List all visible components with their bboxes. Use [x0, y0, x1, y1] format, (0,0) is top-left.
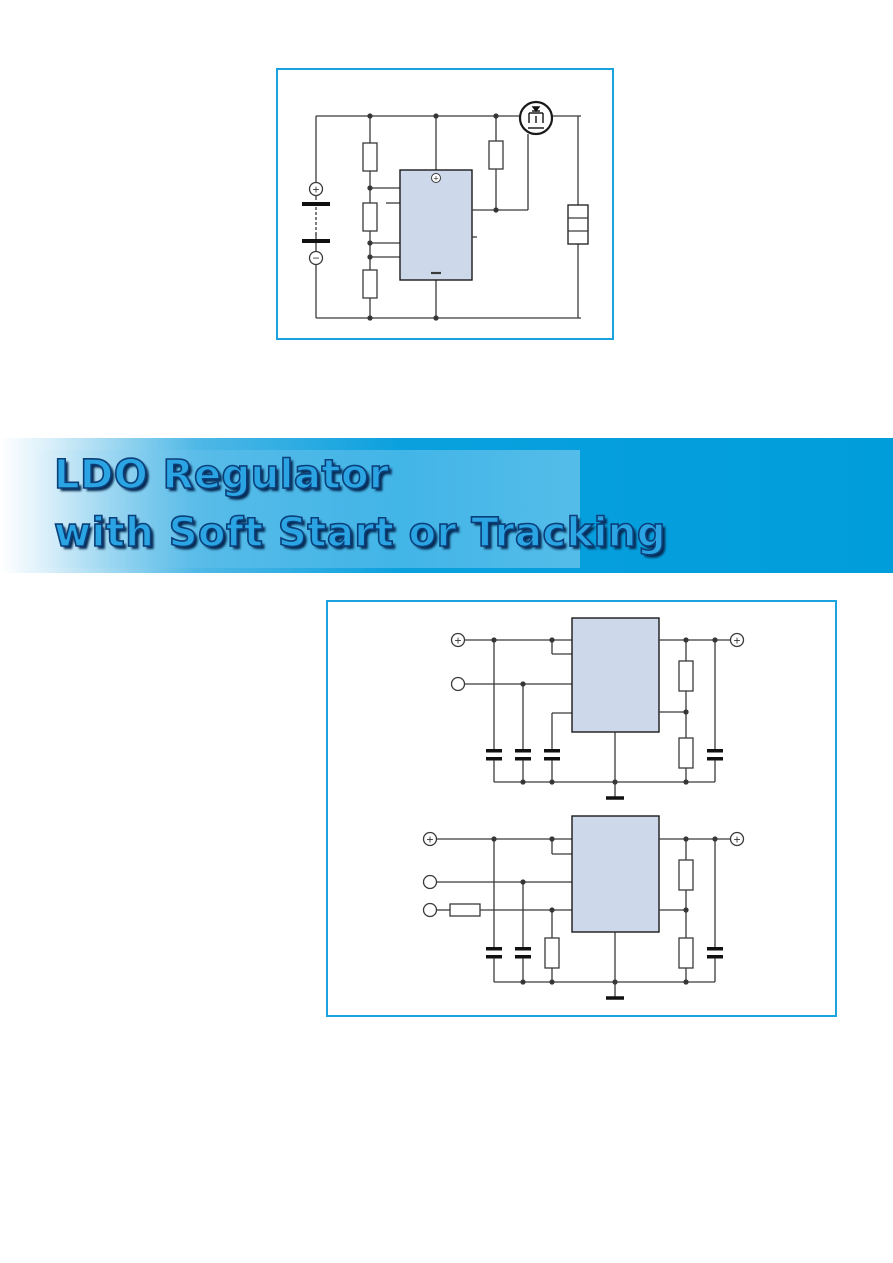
capacitor-plate: [486, 749, 502, 753]
node-dot: [493, 207, 499, 213]
capacitor-plate: [486, 947, 502, 951]
input-plus-symbol: +: [426, 833, 433, 847]
ic-plus-marker: [431, 173, 441, 183]
output-capacitor-plate: [707, 955, 723, 959]
battery-plus-symbol: +: [312, 183, 319, 197]
ic-plus-symbol: +: [433, 174, 438, 184]
battery-plate-2: [302, 239, 330, 243]
node-dot: [549, 637, 555, 643]
battery-minus-terminal: [308, 250, 324, 266]
title-banner-panel: [30, 450, 580, 568]
node-dot: [520, 979, 526, 985]
tracking-series-resistor: [449, 903, 481, 917]
resistor-r2: [362, 202, 378, 232]
soft-start-circuit: +: [450, 617, 745, 800]
node-dot: [491, 637, 497, 643]
input-plus-terminal: [450, 632, 466, 648]
node-dot: [549, 907, 555, 913]
tracking-shunt-resistor: [544, 937, 560, 969]
feedback-resistor-bottom: [678, 937, 694, 969]
node-dot: [520, 681, 526, 687]
node-dot: [367, 113, 373, 119]
node-dot: [493, 113, 499, 119]
comparator-ic: [399, 169, 473, 281]
capacitor-plate: [515, 757, 531, 761]
battery-plate-1: [302, 202, 330, 206]
output-capacitor-plate: [707, 947, 723, 951]
node-dot: [367, 315, 373, 321]
node-dot: [491, 836, 497, 842]
capacitor-plate: [486, 757, 502, 761]
output-plus-symbol: +: [733, 634, 740, 648]
feedback-resistor-bottom: [678, 737, 694, 769]
feedback-resistor-top: [678, 859, 694, 891]
battery-minus-symbol: −: [312, 251, 319, 265]
node-dot: [433, 113, 439, 119]
node-dot: [520, 879, 526, 885]
output-plus-terminal: [729, 831, 745, 847]
mosfet-symbol-body: [528, 106, 544, 129]
capacitor-plate: [515, 749, 531, 753]
top-schematic: + − +: [302, 100, 589, 321]
article-title-line-1: LDO Regulator: [53, 451, 390, 499]
ldo-regulator-ic: [571, 617, 660, 733]
node-dot: [683, 709, 689, 715]
output-plus-symbol: +: [733, 833, 740, 847]
resistor-pullup: [488, 140, 504, 170]
tracking-circuit: +: [422, 815, 745, 1000]
node-dot: [549, 779, 555, 785]
soft-start-capacitor-plate: [544, 749, 560, 753]
node-dot: [549, 979, 555, 985]
capacitor-plate: [486, 955, 502, 959]
load-block: [567, 204, 589, 245]
node-dot: [549, 836, 555, 842]
top-schematic-frame: + − +: [276, 68, 614, 340]
enable-terminal: [422, 874, 438, 890]
node-dot: [683, 907, 689, 913]
output-capacitor-plate: [707, 757, 723, 761]
tracking-input-terminal: [422, 902, 438, 918]
enable-terminal: [450, 676, 466, 692]
capacitor-plate: [515, 955, 531, 959]
title-banner: [0, 438, 893, 573]
feedback-resistor-top: [678, 660, 694, 692]
resistor-r3: [362, 269, 378, 299]
ldo-regulator-ic: [571, 815, 660, 933]
article-title-line-2: with Soft Start or Tracking: [53, 509, 666, 557]
input-plus-symbol: +: [454, 634, 461, 648]
output-plus-terminal: [729, 632, 745, 648]
capacitor-plate: [515, 947, 531, 951]
input-plus-terminal: [422, 831, 438, 847]
ldo-schematics: +: [422, 617, 745, 1000]
ldo-schematic-frame: +: [326, 600, 837, 1017]
output-capacitor-plate: [707, 749, 723, 753]
battery-plus-terminal: [308, 181, 324, 197]
node-dot: [520, 779, 526, 785]
node-dot: [433, 315, 439, 321]
resistor-r1: [362, 142, 378, 172]
soft-start-capacitor-plate: [544, 757, 560, 761]
